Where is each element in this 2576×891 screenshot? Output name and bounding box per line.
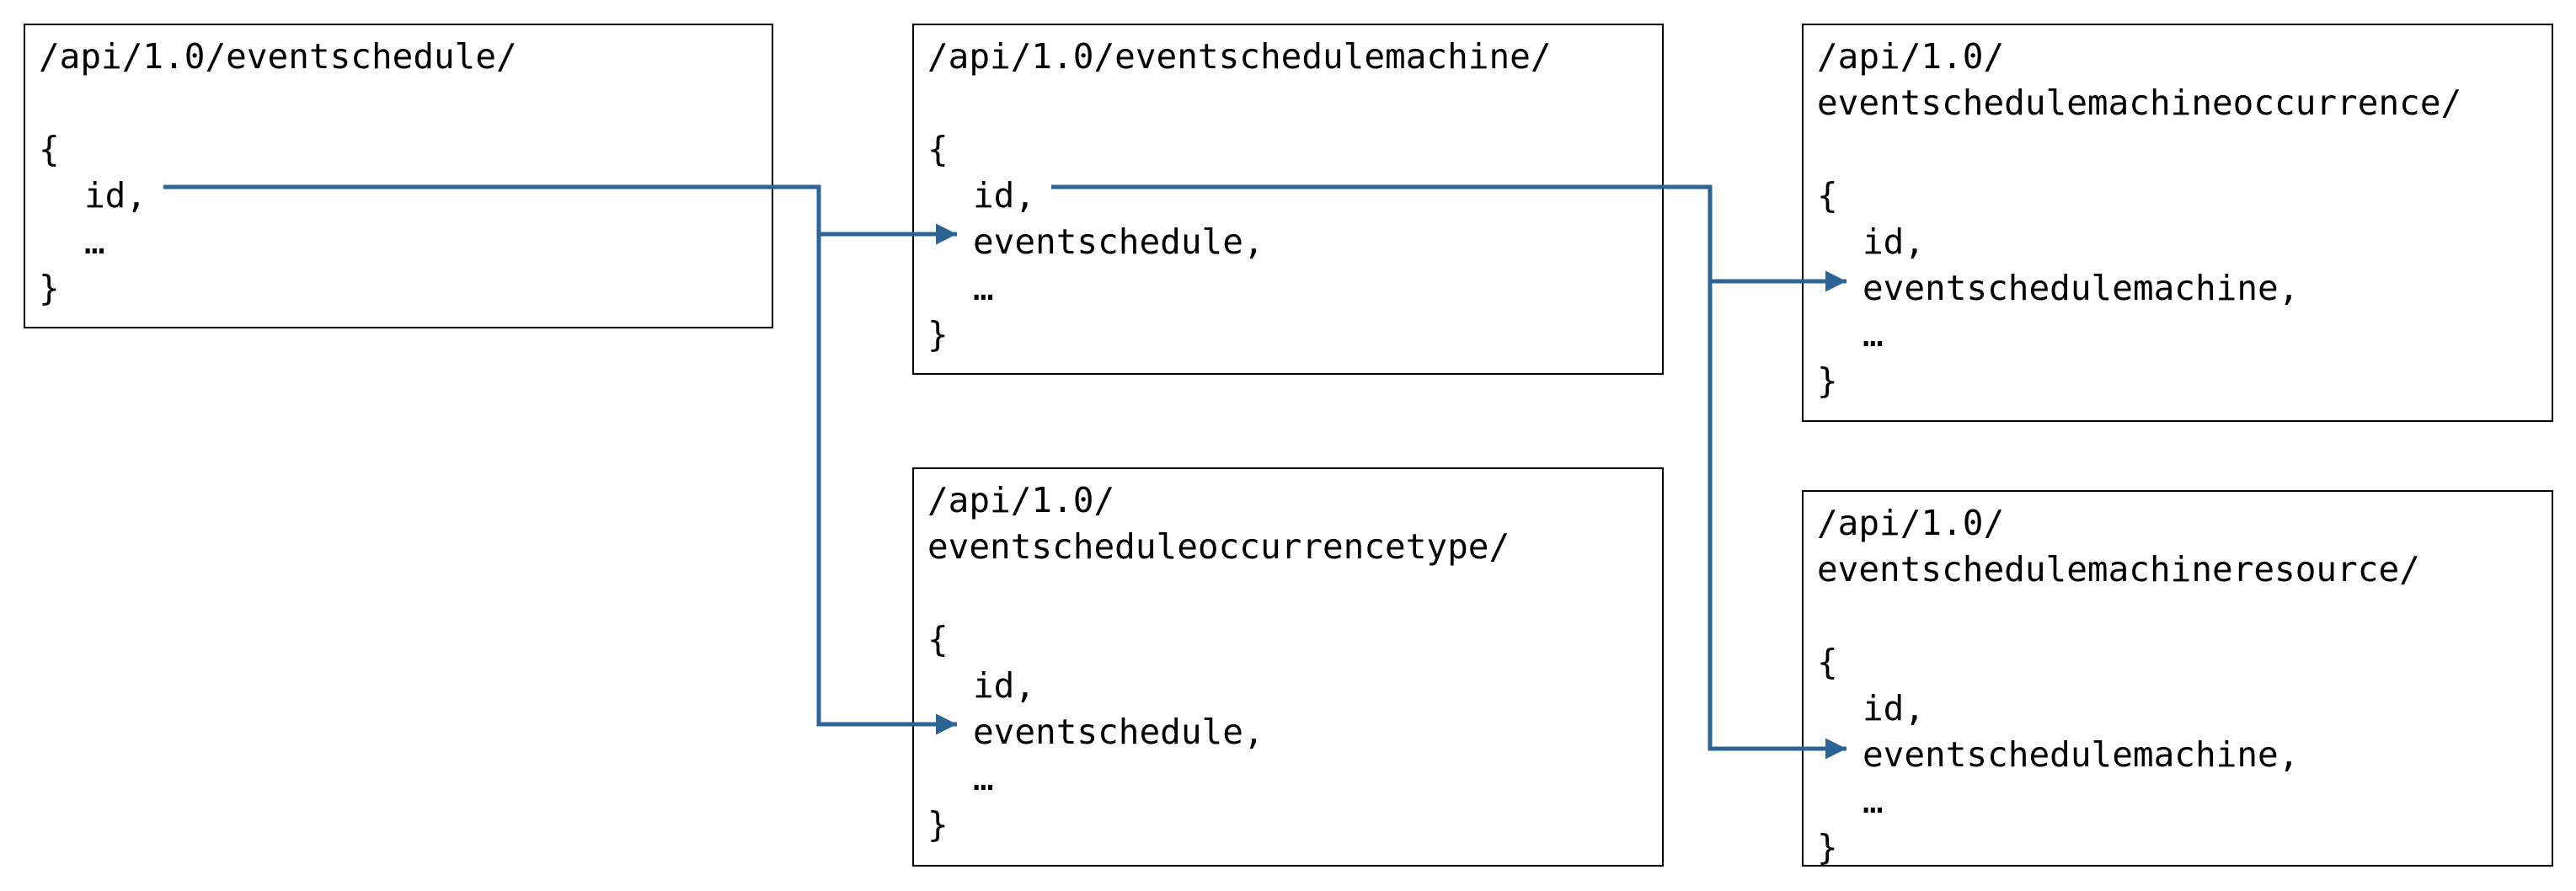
endpoint-path: /api/1.0/eventschedule/ (39, 36, 517, 77)
field-eventschedule: eventschedule, (973, 221, 1264, 262)
field-id: id, (1863, 221, 1926, 262)
open-brace: { (1817, 175, 1838, 216)
field-ellipsis: … (1863, 781, 1884, 821)
endpoint-path-line-1: /api/1.0/ (1817, 36, 2005, 77)
field-ellipsis: … (973, 268, 994, 308)
endpoint-path-line-2: eventschedulemachineresource/ (1817, 549, 2420, 590)
field-id: id, (973, 175, 1036, 216)
field-ellipsis: … (973, 758, 994, 798)
blank-line (1817, 593, 2538, 639)
open-brace: { (39, 129, 60, 169)
blank-line (1817, 126, 2538, 173)
endpoint-box-eventscheduleoccurrencetype: /api/1.0/ eventscheduleoccurrencetype/ {… (912, 467, 1664, 867)
endpoint-path-line-2: eventscheduleoccurrencetype/ (927, 526, 1510, 567)
field-id: id, (84, 175, 147, 216)
endpoint-box-eventschedulemachine: /api/1.0/eventschedulemachine/ { id, eve… (912, 24, 1664, 375)
field-ellipsis: … (1863, 314, 1884, 355)
field-eventschedulemachine: eventschedulemachine, (1863, 734, 2300, 775)
close-brace: } (927, 804, 949, 845)
endpoint-path: /api/1.0/eventschedulemachine/ (927, 36, 1552, 77)
open-brace: { (927, 619, 949, 659)
field-eventschedulemachine: eventschedulemachine, (1863, 268, 2300, 308)
field-id: id, (1863, 688, 1926, 728)
blank-line (39, 80, 758, 126)
endpoint-box-eventschedule: /api/1.0/eventschedule/ { id, … } (24, 24, 773, 328)
field-id: id, (973, 665, 1036, 706)
open-brace: { (1817, 642, 1838, 682)
close-brace: } (1817, 360, 1838, 401)
close-brace: } (927, 314, 949, 355)
endpoint-path-line-1: /api/1.0/ (927, 480, 1115, 520)
blank-line (927, 570, 1649, 616)
endpoint-box-eventschedulemachineoccurrence: /api/1.0/ eventschedulemachineoccurrence… (1802, 24, 2553, 422)
endpoint-path-line-1: /api/1.0/ (1817, 503, 2005, 543)
close-brace: } (39, 268, 60, 308)
field-eventschedule: eventschedule, (973, 712, 1264, 752)
endpoint-path-line-2: eventschedulemachineoccurrence/ (1817, 83, 2462, 123)
field-ellipsis: … (84, 221, 105, 262)
endpoint-box-eventschedulemachineresource: /api/1.0/ eventschedulemachineresource/ … (1802, 490, 2553, 867)
blank-line (927, 80, 1649, 126)
open-brace: { (927, 129, 949, 169)
close-brace: } (1817, 827, 1838, 867)
